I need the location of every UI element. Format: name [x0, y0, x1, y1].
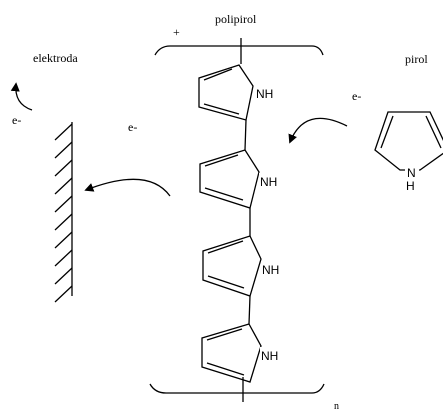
- ring-1-nh-label: NH: [256, 87, 273, 101]
- ring-bond-3-4: [248, 295, 251, 325]
- pyrrole-ring-2: [199, 149, 260, 209]
- electrode-label: elektroda: [33, 51, 78, 65]
- arrow-electrode-out: [10, 82, 33, 111]
- ring-4-double-bonds: [206, 328, 245, 376]
- arrow-to-polymer: [288, 117, 348, 144]
- pyrrole-monomer: [374, 111, 443, 171]
- repeat-subscript: n: [334, 401, 339, 411]
- electron-label-right: e-: [352, 89, 361, 103]
- polymer-label: polipirol: [215, 12, 257, 26]
- ring-bond-1-2: [244, 119, 247, 151]
- top-bracket: [154, 38, 324, 64]
- electron-label-middle: e-: [128, 120, 137, 134]
- ring-1-double-bonds: [203, 68, 240, 115]
- monomer-label: pirol: [405, 52, 428, 66]
- ring-2-double-bonds: [204, 154, 244, 201]
- electrode: [54, 122, 73, 303]
- ring-4-nh-label: NH: [261, 349, 278, 363]
- electron-label-left: e-: [12, 113, 21, 127]
- bottom-bracket: [149, 377, 325, 402]
- pyrrole-ring-4: [201, 323, 262, 383]
- monomer-h-label: H: [406, 179, 415, 193]
- arrow-to-electrode: [84, 178, 171, 197]
- ring-2-nh-label: NH: [260, 175, 277, 189]
- pyrrole-chain: [198, 64, 262, 383]
- monomer-n-label: N: [407, 166, 416, 180]
- charge-label: +: [173, 25, 180, 39]
- ring-3-nh-label: NH: [262, 263, 279, 277]
- pyrrole-ring-3: [202, 235, 262, 297]
- ring-3-double-bonds: [207, 240, 245, 289]
- pyrrole-ring-1: [198, 64, 254, 121]
